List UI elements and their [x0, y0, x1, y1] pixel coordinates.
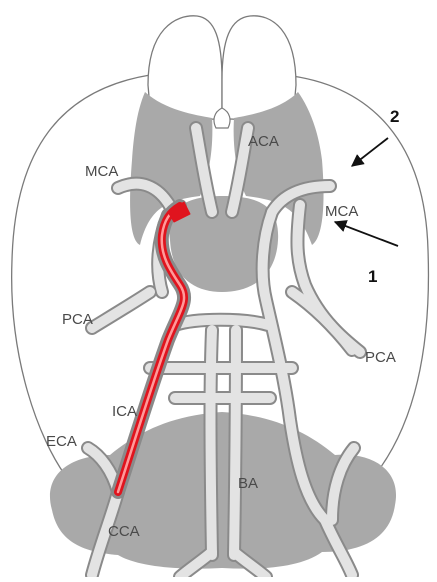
label-ica: ICA	[112, 403, 137, 420]
marker-2: 2	[390, 107, 399, 126]
label-mca-left: MCA	[85, 163, 118, 180]
label-pca-right: PCA	[365, 349, 396, 366]
label-pca-left: PCA	[62, 311, 93, 328]
marker-1: 1	[368, 267, 377, 286]
label-cca: CCA	[108, 523, 140, 540]
label-eca: ECA	[46, 433, 77, 450]
label-aca: ACA	[248, 133, 279, 150]
label-mca-right: MCA	[325, 203, 358, 220]
label-ba: BA	[238, 475, 258, 492]
